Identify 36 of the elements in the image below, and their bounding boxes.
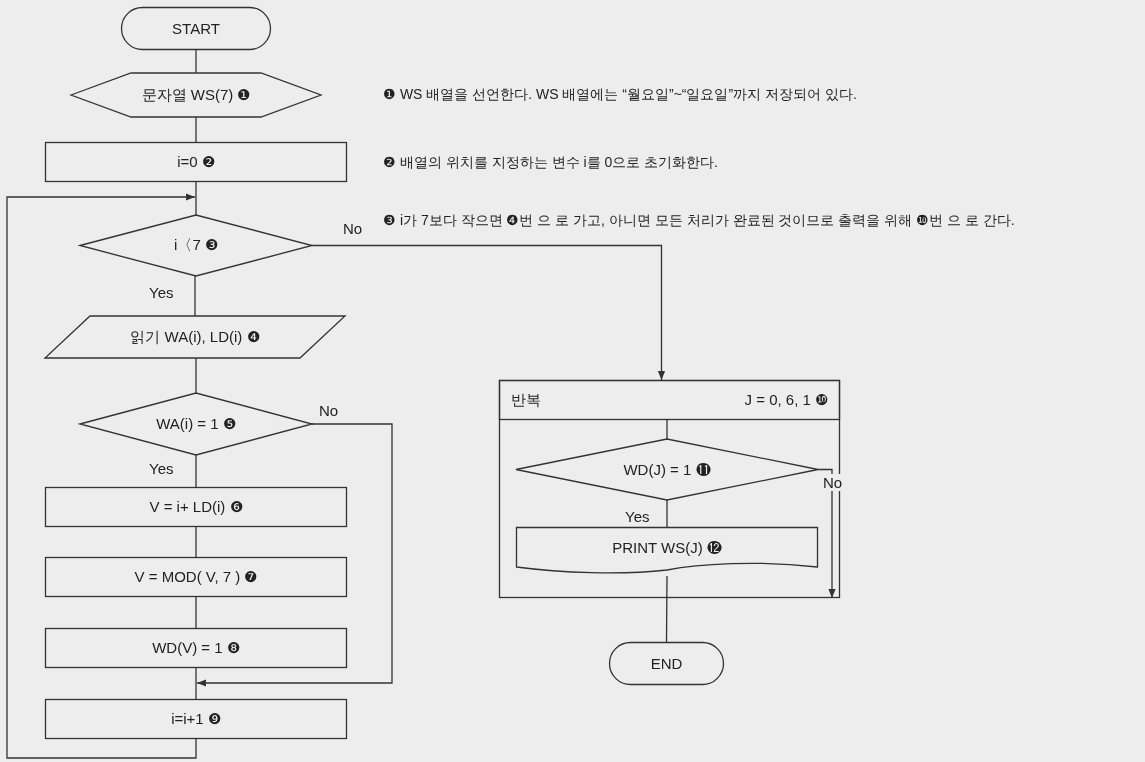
preparation-hexagon: 문자열 WS(7) ❶ (71, 73, 321, 117)
connector-line (195, 357, 197, 394)
connector-line (195, 596, 197, 629)
decision-diamond: i〈7 ❸ (80, 215, 312, 276)
connector-line (195, 454, 197, 488)
decision-diamond: WD(J) = 1 ⓫ (516, 439, 818, 500)
terminal-shape: START (121, 7, 271, 50)
loop-range: J = 0, 6, 1 ❿ (744, 391, 828, 409)
connector-line (194, 275, 196, 317)
connector-line (666, 419, 668, 440)
process-box: V = MOD( V, 7 ) ❼ (45, 557, 347, 597)
connector-line (195, 526, 197, 558)
connector-line (195, 181, 197, 216)
input-parallelogram: 읽기 WA(i), LD(i) ❹ (45, 316, 345, 358)
terminal-shape: END (609, 642, 724, 685)
connector-line (195, 667, 197, 700)
connector-line (195, 116, 197, 143)
note-text: ❶ WS 배열을 선언한다. WS 배열에는 “월요일”~“일요일”까지 저장되어 있다. (383, 86, 857, 104)
document-shape: PRINT WS(J) ⓬ (516, 527, 818, 576)
arrow (196, 423, 393, 687)
arrow (817, 468, 836, 599)
decision-diamond: WA(i) = 1 ❺ (80, 393, 312, 455)
arrow (6, 193, 197, 759)
note-text: ❷ 배열의 위치를 지정하는 변수 i를 0으로 초기화한다. (383, 154, 718, 172)
loop-box (499, 380, 840, 598)
process-box: WD(V) = 1 ❽ (45, 628, 347, 668)
loop-label: 반복 (511, 390, 541, 410)
connector-line (665, 575, 668, 643)
connector-line (195, 49, 197, 74)
edge-label: No (822, 474, 844, 491)
process-box: i=i+1 ❾ (45, 699, 347, 739)
process-box: V = i+ LD(i) ❻ (45, 487, 347, 527)
loop-header (499, 380, 840, 420)
process-box: i=0 ❷ (45, 142, 347, 182)
note-text: ❸ i가 7보다 작으면 ❹번 으 로 가고, 아니면 모든 처리가 완료된 것이므로 출력을 위해 ❿번 으 로 간다. (383, 212, 1015, 230)
connector-line (666, 499, 668, 528)
